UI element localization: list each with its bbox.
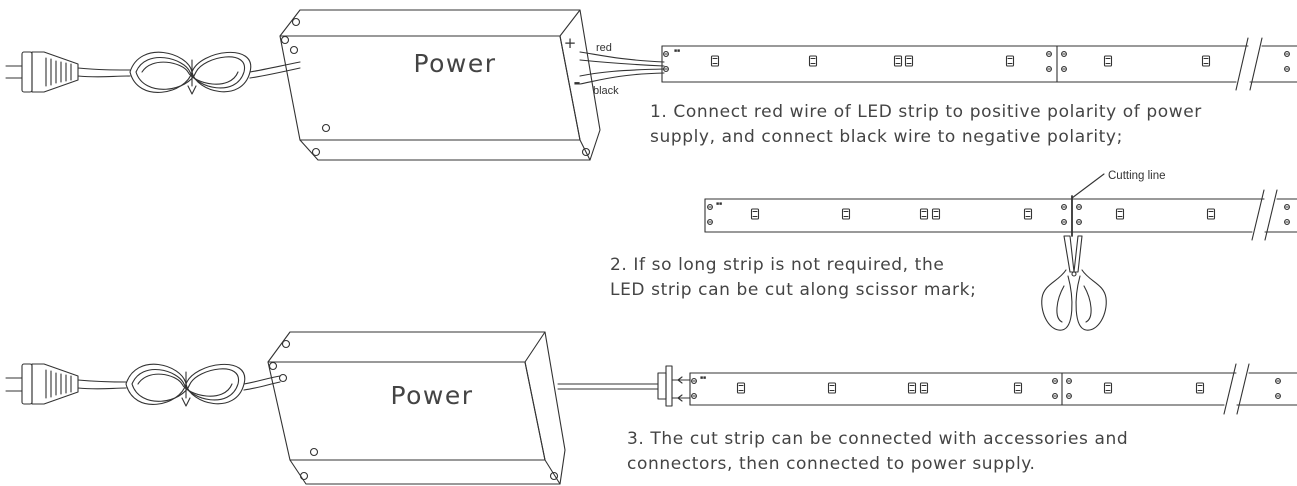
- plug-icon-1: [5, 51, 131, 93]
- coiled-cable-icon-2: [125, 363, 281, 407]
- svg-text:■■: ■■: [674, 48, 680, 54]
- led-strip-1-components: [663, 51, 1290, 72]
- step1-instruction: 1. Connect red wire of LED strip to posi…: [650, 100, 1202, 150]
- minus-sign: -: [573, 73, 580, 93]
- cutting-line-pointer: [1071, 173, 1105, 199]
- led-strip-2: ■■: [704, 189, 1297, 241]
- scissors-icon: [1041, 235, 1107, 331]
- black-wire-label: black: [593, 85, 619, 97]
- power-label-1: Power: [413, 49, 496, 78]
- svg-text:■■: ■■: [700, 375, 706, 381]
- cutting-line-label: Cutting line: [1108, 170, 1166, 182]
- step3-line2: connectors, then connected to power supp…: [627, 454, 1036, 474]
- output-wires: [579, 51, 665, 85]
- step3-line1: 3. The cut strip can be connected with a…: [627, 429, 1129, 449]
- plus-sign: +: [564, 34, 577, 52]
- power-supply-icon-1: [279, 9, 601, 161]
- power-label-2: Power: [390, 381, 473, 410]
- plug-icon-2: [5, 363, 127, 405]
- coiled-cable-icon-1: [129, 51, 301, 95]
- power-supply-icon-2: [267, 331, 566, 485]
- step2-line2: LED strip can be cut along scissor mark;: [610, 280, 977, 300]
- step3-instruction: 3. The cut strip can be connected with a…: [627, 427, 1128, 477]
- step1-line2: supply, and connect black wire to negati…: [650, 127, 1123, 147]
- svg-text:■■: ■■: [716, 201, 722, 207]
- step2-line1: 2. If so long strip is not required, the: [610, 255, 945, 275]
- led-strip-3: ■■: [689, 363, 1297, 415]
- led-strip-2-components: [707, 204, 1290, 225]
- red-wire-label: red: [596, 42, 612, 54]
- step2-instruction: 2. If so long strip is not required, the…: [610, 253, 976, 303]
- led-strip-1: ■■: [661, 37, 1297, 91]
- led-strip-3-components: [691, 378, 1281, 399]
- connector-icon: [557, 365, 691, 407]
- step1-line1: 1. Connect red wire of LED strip to posi…: [650, 102, 1202, 122]
